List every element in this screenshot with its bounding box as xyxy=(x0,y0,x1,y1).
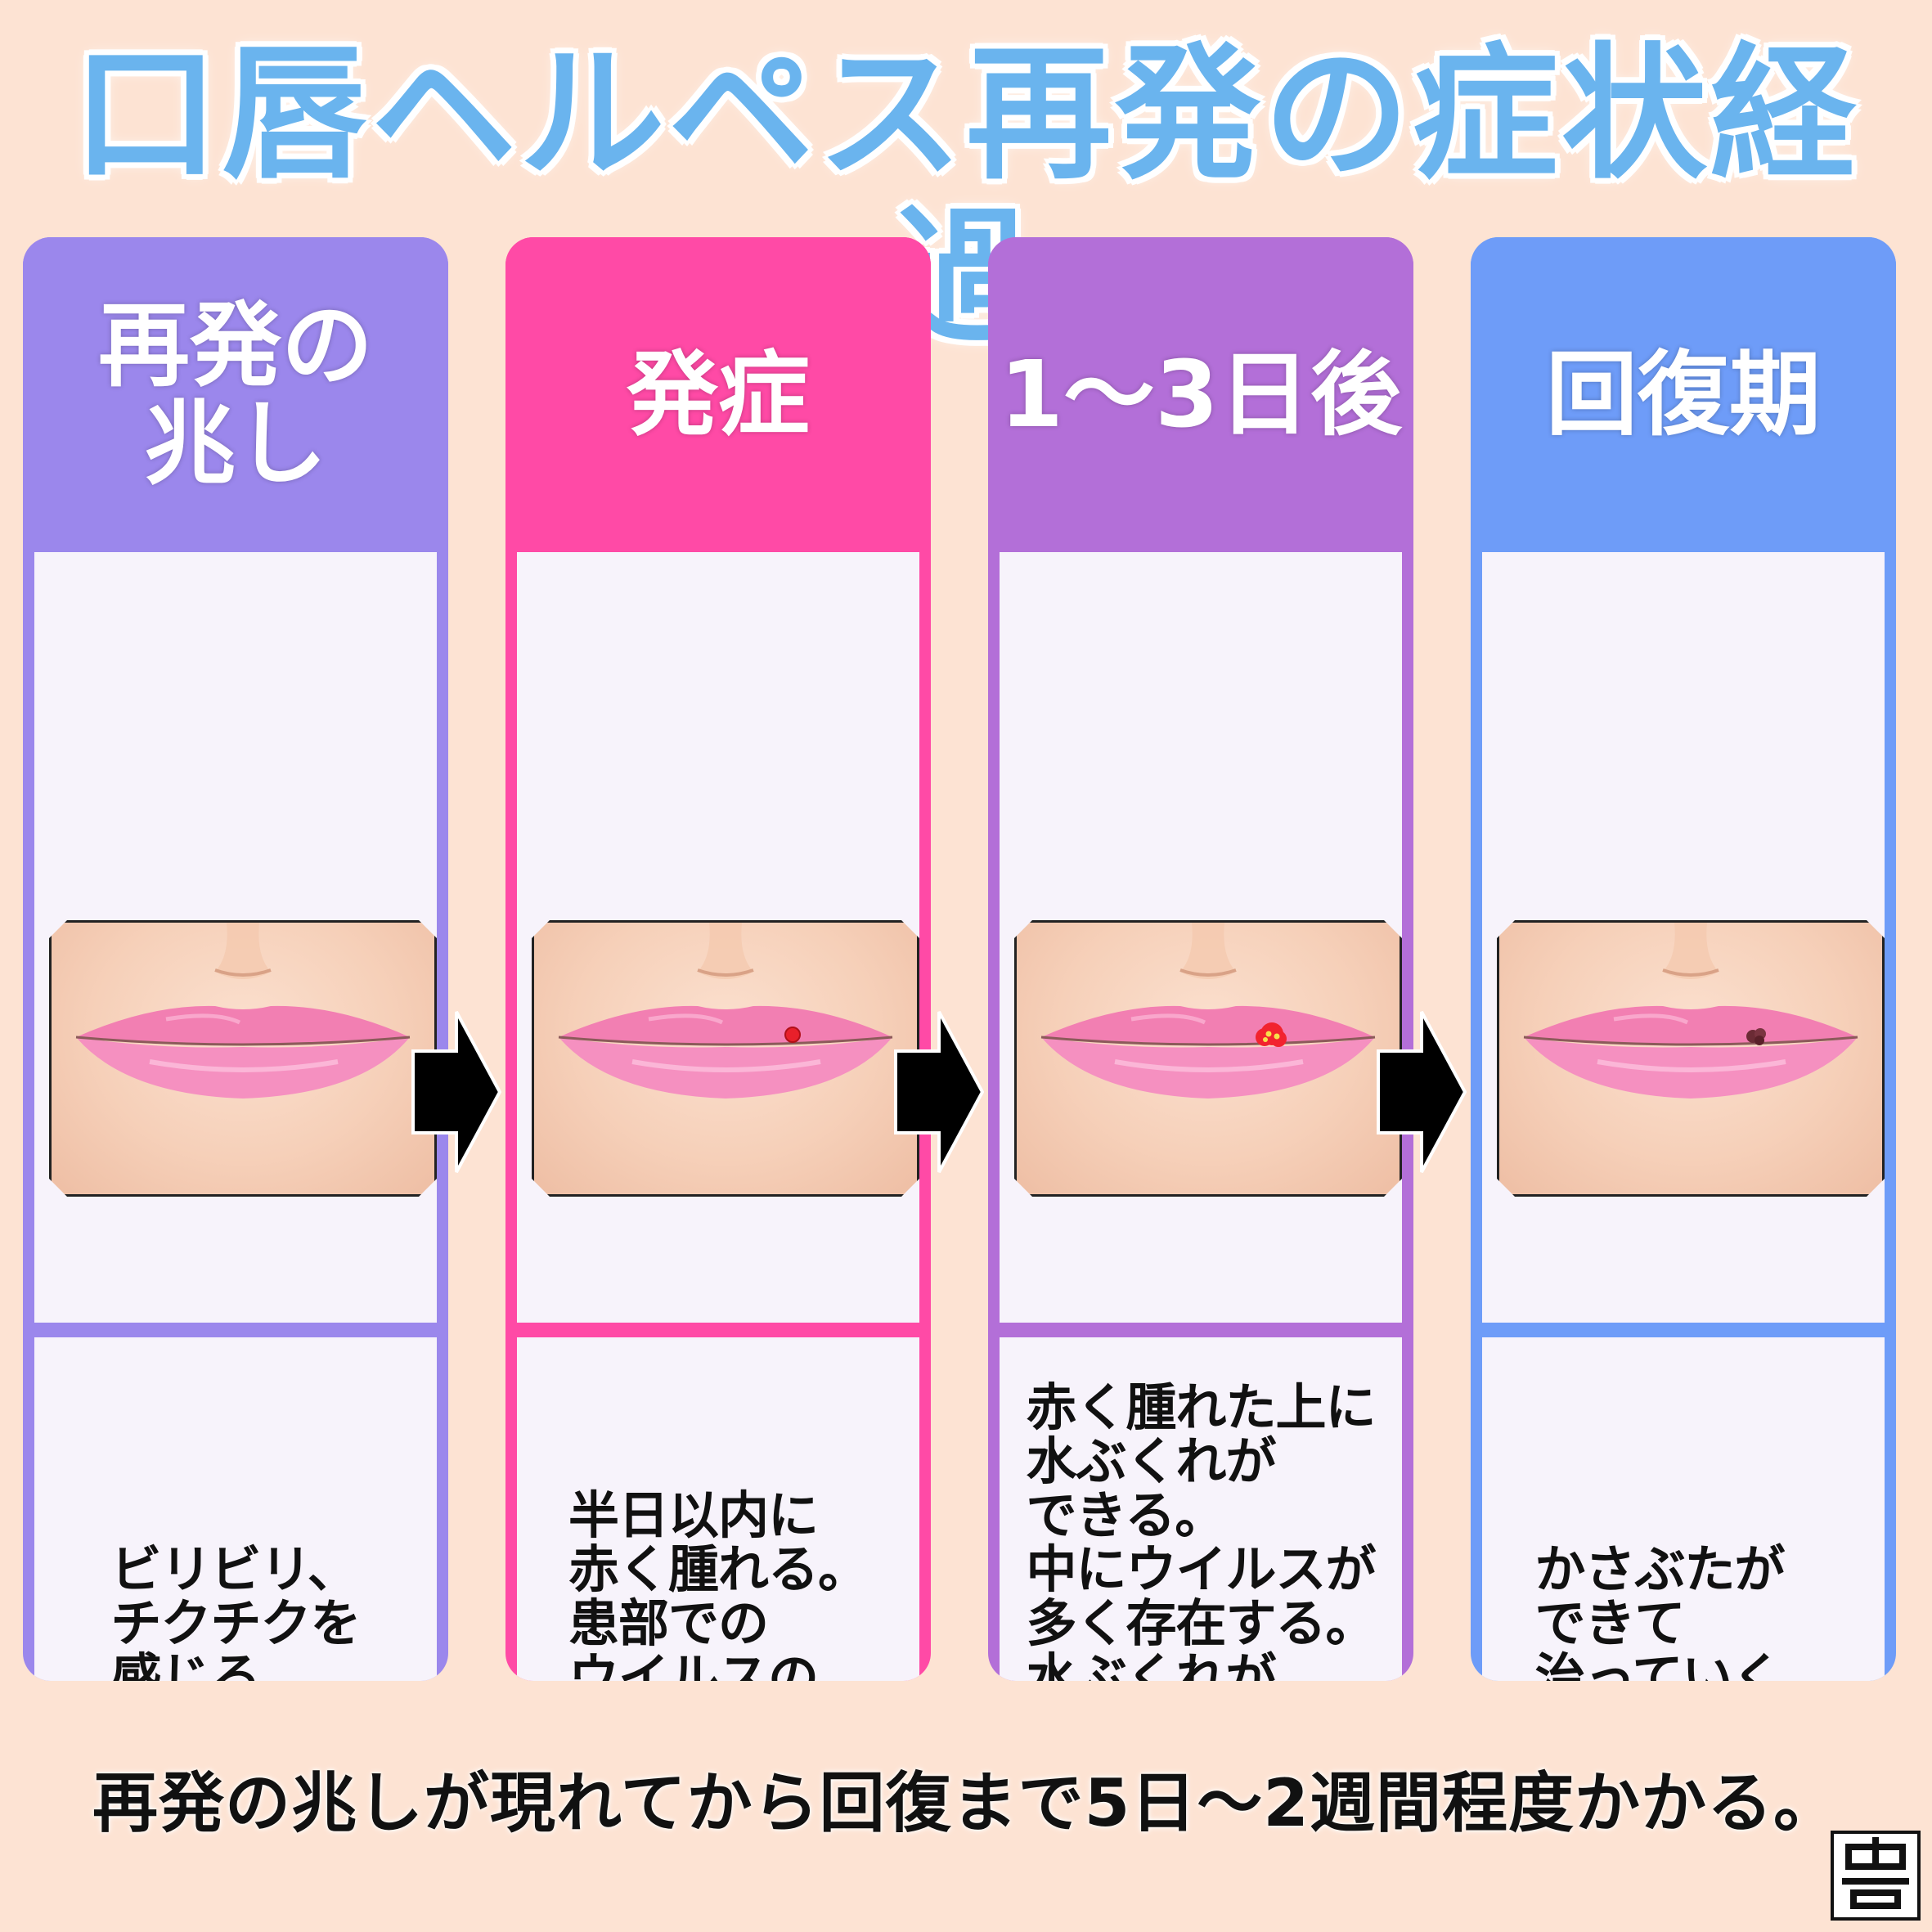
stage-card-onset: 発症 半日以内に 赤く腫れる。 患部での ウイルスの 増殖が活発。 xyxy=(505,237,931,1681)
arrow-right-icon xyxy=(1377,1011,1467,1173)
stage-heading: 回復期 xyxy=(1471,237,1896,552)
lips-illustration xyxy=(532,920,919,1197)
lips-illustration xyxy=(49,920,437,1197)
stage-image-panel xyxy=(34,552,437,1323)
stage-description-panel: かさぶたが できて 治っていく。 xyxy=(1482,1337,1885,1681)
stage-heading: 発症 xyxy=(505,237,931,552)
arrow-right-icon xyxy=(411,1011,501,1173)
stage-description: 赤く腫れた上に 水ぶくれが できる。 中にウイルスが 多く存在する。 水ぶくれが… xyxy=(1026,1377,1376,1682)
page-title: 口唇ヘルペス再発の症状経過 xyxy=(73,29,1859,362)
stage-description: ビリビリ、 チクチクを 感じる。 xyxy=(110,1539,361,1682)
stage-description-panel: 赤く腫れた上に 水ぶくれが できる。 中にウイルスが 多く存在する。 水ぶくれが… xyxy=(1000,1337,1402,1681)
stage-card-blisters: 1〜3日後 赤く腫れた上に 水ぶくれが できる。 中にウイルスが 多く存在する。… xyxy=(988,237,1413,1681)
stage-description: 半日以内に 赤く腫れる。 患部での ウイルスの 増殖が活発。 xyxy=(568,1485,869,1682)
stage-description-panel: ビリビリ、 チクチクを 感じる。 xyxy=(34,1337,437,1681)
stage-description-panel: 半日以内に 赤く腫れる。 患部での ウイルスの 増殖が活発。 xyxy=(517,1337,919,1681)
stage-card-prodrome: 再発の 兆し ビリビリ、 チクチクを 感じる。 xyxy=(23,237,448,1681)
stage-image-panel xyxy=(517,552,919,1323)
lips-illustration xyxy=(1014,920,1402,1197)
stage-image-panel xyxy=(1482,552,1885,1323)
stage-card-recovery: 回復期 かさぶたが できて 治っていく。 xyxy=(1471,237,1896,1681)
lips-illustration xyxy=(1497,920,1885,1197)
arrow-right-icon xyxy=(894,1011,984,1173)
stage-description: かさぶたが できて 治っていく。 xyxy=(1534,1539,1833,1682)
stage-heading: 1〜3日後 xyxy=(988,237,1413,552)
stage-heading: 再発の 兆し xyxy=(23,237,448,552)
footer-note: 再発の兆しが現れてから回復まで5日〜2週間程度かかる。 xyxy=(92,1765,1840,1841)
author-logo-icon xyxy=(1831,1831,1921,1921)
stage-image-panel xyxy=(1000,552,1402,1323)
